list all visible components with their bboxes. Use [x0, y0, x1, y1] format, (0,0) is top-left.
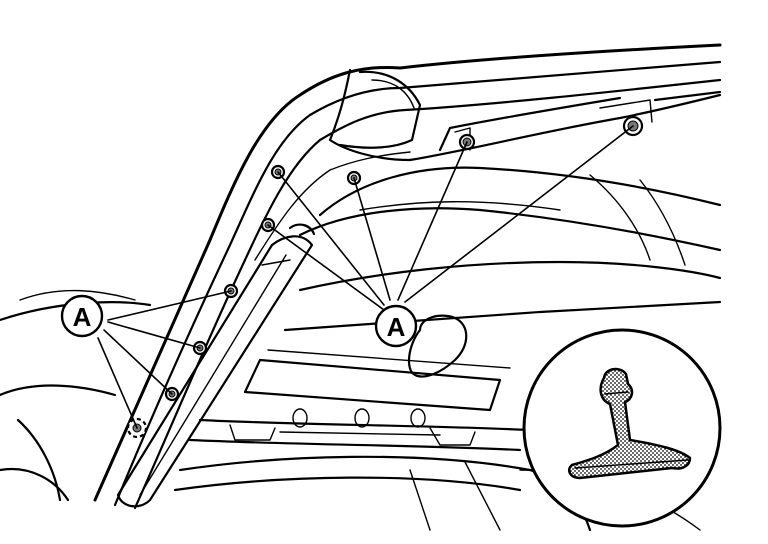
license-plate-recess [243, 314, 511, 412]
callout-a-left: A [60, 294, 104, 338]
leader-lines [97, 125, 634, 429]
upper-hinge-cover [328, 68, 722, 162]
callout-a-center: A [374, 304, 418, 348]
gas-strut [116, 223, 316, 508]
clip-detail-inset [522, 328, 722, 528]
clip-fastener-icon [568, 367, 692, 480]
callout-a-left-label: A [73, 302, 92, 332]
callout-a-center-label: A [387, 312, 406, 342]
inner-panel [283, 166, 722, 332]
